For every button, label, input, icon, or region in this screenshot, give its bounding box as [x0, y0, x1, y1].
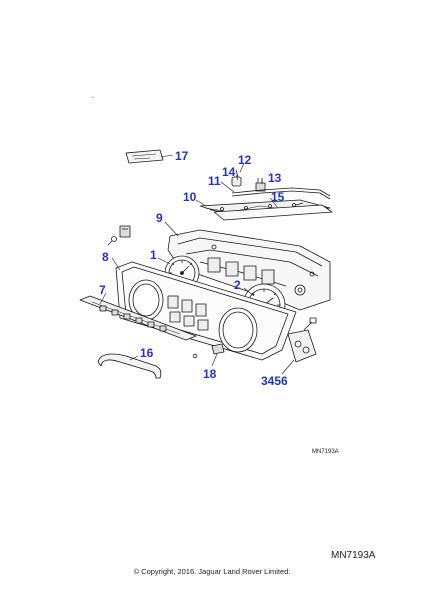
callout-14: 14 [222, 165, 236, 179]
instrument-bezel-part [115, 261, 297, 361]
wiring-strip-part [231, 187, 331, 200]
corner-mark: • [92, 95, 94, 101]
callout-8: 8 [102, 250, 109, 264]
bracket-part [107, 225, 131, 246]
callout-10: 10 [183, 190, 197, 204]
curved-trim-part [97, 353, 162, 379]
callout-9: 9 [156, 211, 163, 225]
callout-3456: 3456 [261, 374, 288, 388]
callout-16: 16 [140, 346, 154, 360]
callout-11: 11 [208, 174, 221, 188]
callout-17: 17 [175, 149, 189, 163]
callout-1: 1 [150, 248, 157, 262]
top-trim-part [213, 202, 333, 221]
reference-code-large: MN7193A [331, 550, 376, 561]
label-plate-part [125, 149, 164, 164]
callout-12: 12 [238, 153, 252, 167]
callout-13: 13 [268, 171, 282, 185]
callout-7: 7 [99, 283, 106, 297]
instrument-housing-part [167, 229, 331, 311]
leader-lines [99, 154, 295, 375]
reference-code-small: MN7193A [312, 449, 339, 455]
warning-light-unit-part [287, 317, 317, 363]
lower-trim-panel-part [79, 295, 197, 341]
callout-15: 15 [271, 190, 285, 204]
callout-2: 2 [234, 278, 241, 292]
copyright-notice: © Copyright, 2016. Jaguar Land Rover Lim… [133, 567, 291, 576]
switch-part [255, 178, 266, 192]
clip-part [192, 343, 225, 359]
callouts: 17 12 14 13 11 15 10 9 8 1 2 7 16 18 345… [99, 149, 288, 388]
callout-18: 18 [203, 367, 217, 381]
